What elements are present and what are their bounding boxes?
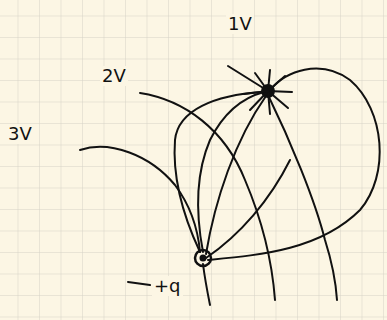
field-line — [206, 160, 290, 258]
positive-charge — [195, 250, 211, 266]
potential-label: 1V — [226, 14, 254, 34]
equipotential-line — [268, 95, 337, 300]
point-charge — [228, 66, 292, 114]
equipotential-line — [80, 147, 200, 252]
field-line — [208, 69, 380, 260]
field-line — [206, 96, 266, 254]
field-lines — [80, 69, 380, 305]
field-line — [175, 92, 262, 252]
charge-label: +q — [152, 276, 183, 296]
potential-label: 3V — [6, 124, 34, 144]
pointer-stroke — [128, 282, 150, 285]
potential-label: 2V — [100, 66, 128, 86]
field-line — [203, 264, 210, 305]
equipotential-line — [140, 93, 275, 300]
